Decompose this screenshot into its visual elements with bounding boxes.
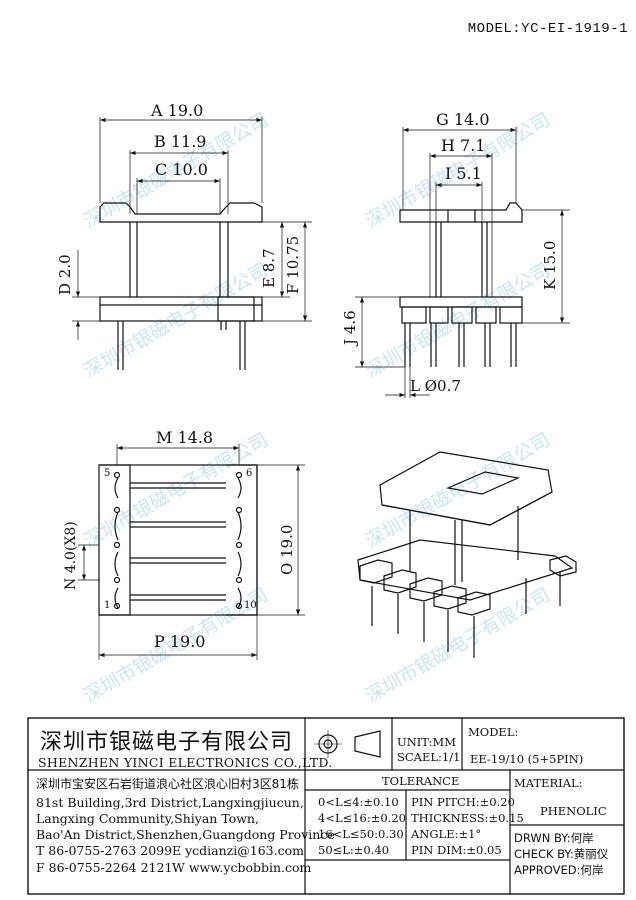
pin-tolerance-row: THICKNESS:±0.15 — [411, 811, 524, 825]
approved-by: APPROVED:何岸 — [514, 863, 604, 877]
company-name-en: SHENZHEN YINCI ELECTRONICS CO.,LTD. — [38, 755, 333, 770]
model-label: MODEL: — [468, 725, 519, 739]
side-view — [355, 127, 570, 398]
dim-h-label: H 7.1 — [441, 136, 486, 155]
drawn-by: DRWN BY:何岸 — [514, 831, 594, 845]
pin-label-6: 6 — [246, 468, 253, 479]
website: W www.ycbobbin.com — [172, 860, 312, 875]
phone: T 86-0755-2763 2099 — [36, 843, 173, 858]
email: E ycdianzi@163.com — [172, 843, 304, 858]
bottom-view — [78, 444, 305, 660]
dim-l-label: L Ø0.7 — [410, 377, 461, 395]
tolerance-title: TOLERANCE — [382, 774, 460, 788]
address-en-line-3: Bao'An District,Shenzhen,Guangdong Provi… — [36, 827, 335, 842]
dim-a-label: A 19.0 — [151, 101, 204, 120]
front-view — [72, 117, 312, 370]
pin-label-1: 1 — [104, 600, 111, 611]
address-en-line-2: Langxing Community,Shiyan Town, — [36, 811, 259, 826]
dim-e-label: E 8.7 — [260, 248, 278, 288]
dim-i-label: I 5.1 — [445, 164, 482, 183]
material-label: MATERIAL: — [514, 776, 583, 790]
scale-label: SCAEL:1/1 — [397, 750, 461, 764]
dim-k-label: K 15.0 — [541, 240, 559, 290]
dim-m-label: M 14.8 — [156, 428, 214, 447]
pin-tolerance-row: ANGLE:±1° — [411, 827, 482, 841]
dim-g-label: G 14.0 — [436, 110, 490, 129]
dim-o-label: O 19.0 — [278, 524, 296, 575]
model-value: EE-19/10 (5+5PIN) — [470, 752, 584, 766]
address-en-line-1: 81st Building,3rd District,Langxingjiucu… — [36, 795, 304, 810]
address-cn: 深圳市宝安区石岩街道浪心社区浪心旧村3区81栋 — [36, 777, 299, 791]
fax: F 86-0755-2264 2121 — [36, 860, 173, 875]
tolerance-row: 16<L≤50:0.30 — [318, 827, 404, 841]
unit-label: UNIT:MM — [397, 735, 456, 749]
tolerance-row: 4<L≤16:±0.20 — [318, 811, 406, 825]
pin-tolerance-row: PIN DIM:±0.05 — [411, 843, 502, 857]
pin-label-5: 5 — [104, 468, 111, 479]
dim-n-label: N 4.0(X8) — [63, 521, 79, 590]
dim-f-label: F 10.75 — [284, 235, 302, 294]
company-name-cn: 深圳市银磁电子有限公司 — [40, 730, 294, 755]
title-block-frame — [27, 717, 625, 895]
tolerance-row: 0<L≤4:±0.10 — [318, 795, 399, 809]
pin-tolerance-row: PIN PITCH:±0.20 — [411, 795, 515, 809]
isometric-view — [357, 451, 577, 658]
checked-by: CHECK BY:黄丽仪 — [514, 847, 609, 861]
material-value: PHENOLIC — [540, 804, 607, 818]
dim-d-label: D 2.0 — [56, 254, 74, 295]
dim-b-label: B 11.9 — [154, 132, 207, 151]
model-header: MODEL:YC-EI-1919-1 — [467, 21, 628, 37]
pin-label-10: 10 — [244, 600, 257, 611]
dim-j-label: J 4.6 — [341, 310, 359, 345]
tolerance-row: 50≤L:±0.40 — [318, 843, 390, 857]
dim-p-label: P 19.0 — [154, 632, 206, 651]
dim-c-label: C 10.0 — [155, 160, 208, 179]
